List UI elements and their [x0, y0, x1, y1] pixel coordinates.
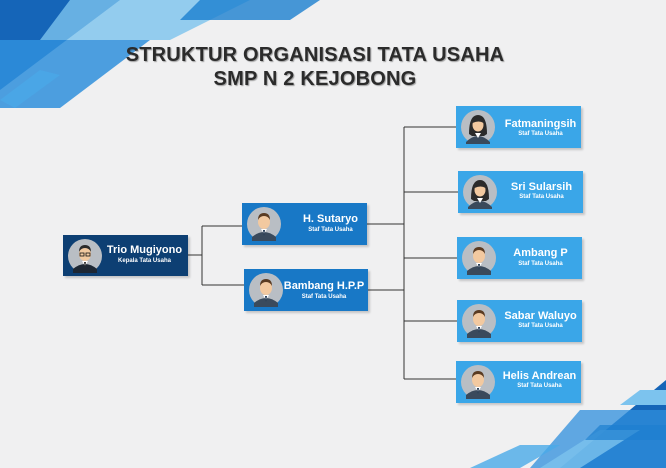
man-suit-glasses-icon: [68, 238, 102, 273]
chart-subtitle: SMP N 2 KEJOBONG: [213, 68, 417, 90]
node-fatmaningsih: Fatmaningsih Staf Tata Usaha: [456, 106, 581, 148]
node-head-name: Trio Mugiyono: [106, 244, 183, 256]
node-helis-andrean-role: Staf Tata Usaha: [517, 383, 562, 389]
woman-icon: [463, 175, 497, 209]
node-ambang-role: Staf Tata Usaha: [518, 261, 563, 267]
woman-icon: [461, 110, 495, 144]
man-suit-icon: [462, 241, 496, 275]
node-sutaryo: H. Sutaryo Staf Tata Usaha: [242, 203, 367, 245]
node-sabar-waluyo-role: Staf Tata Usaha: [518, 323, 563, 329]
man-suit-icon: [461, 365, 495, 399]
node-helis-andrean-name: Helis Andrean: [502, 370, 577, 382]
node-fatmaningsih-name: Fatmaningsih: [504, 118, 577, 130]
node-ambang: Ambang P Staf Tata Usaha: [457, 237, 582, 279]
node-helis-andrean: Helis Andrean Staf Tata Usaha: [456, 361, 581, 403]
node-bambang: Bambang H.P.P Staf Tata Usaha: [244, 269, 368, 311]
node-ambang-name: Ambang P: [513, 247, 568, 259]
man-suit-icon: [247, 207, 281, 241]
man-suit-icon: [249, 273, 283, 307]
node-sutaryo-name: H. Sutaryo: [302, 213, 358, 225]
man-suit-icon: [462, 304, 496, 338]
node-sri-sularsih-role: Staf Tata Usaha: [519, 194, 564, 200]
node-bambang-name: Bambang H.P.P: [283, 280, 365, 292]
node-sutaryo-role: Staf Tata Usaha: [308, 227, 353, 233]
node-fatmaningsih-role: Staf Tata Usaha: [518, 131, 563, 137]
node-sri-sularsih: Sri Sularsih Staf Tata Usaha: [458, 171, 583, 213]
node-sabar-waluyo: Sabar Waluyo Staf Tata Usaha: [457, 300, 582, 342]
node-head: Trio Mugiyono Kepala Tata Usaha: [63, 235, 188, 276]
node-head-role: Kepala Tata Usaha: [118, 258, 171, 264]
node-sabar-waluyo-name: Sabar Waluyo: [504, 310, 577, 322]
node-bambang-role: Staf Tata Usaha: [301, 294, 347, 300]
node-sri-sularsih-name: Sri Sularsih: [510, 181, 573, 193]
chart-title: STRUKTUR ORGANISASI TATA USAHA: [125, 44, 505, 66]
